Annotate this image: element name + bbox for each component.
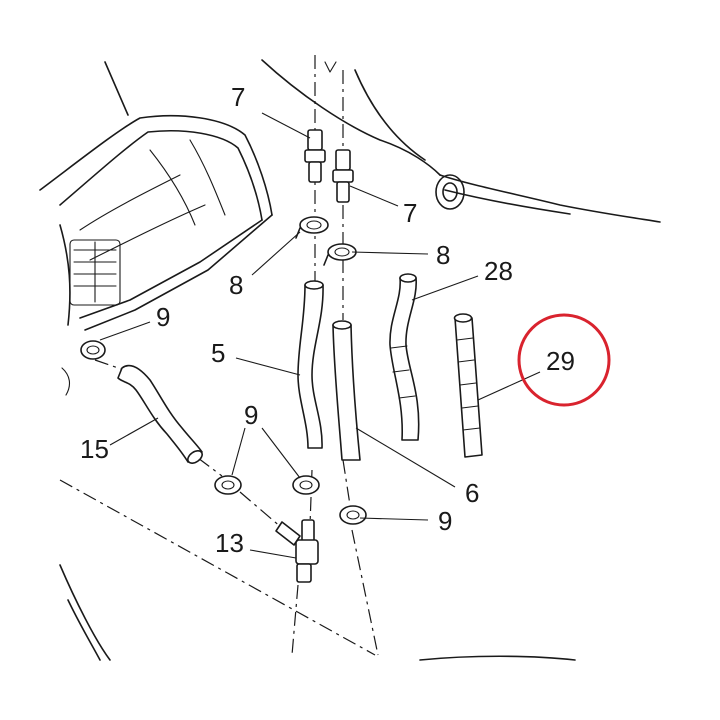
fitting-part-7-left xyxy=(304,129,326,183)
clamp-part-9-a xyxy=(80,340,106,360)
hose-part-6 xyxy=(332,320,361,461)
fitting-part-7-right xyxy=(332,149,354,203)
label-part-9-bottom: 9 xyxy=(438,506,452,536)
hose-part-15 xyxy=(117,364,203,464)
hose-part-5 xyxy=(297,280,324,449)
label-part-8-right: 8 xyxy=(436,240,450,270)
clamp-part-9-b2 xyxy=(292,475,320,495)
label-part-8-left: 8 xyxy=(229,270,243,300)
label-part-9-middle: 9 xyxy=(244,400,258,430)
label-part-7-top: 7 xyxy=(231,82,245,112)
clamp-part-9-b1 xyxy=(214,475,242,495)
label-part-13: 13 xyxy=(215,528,244,558)
label-part-29: 29 xyxy=(546,346,575,376)
frame-outline xyxy=(261,59,661,223)
label-part-6: 6 xyxy=(465,478,479,508)
label-part-28: 28 xyxy=(484,256,513,286)
label-part-9-top: 9 xyxy=(156,302,170,332)
tank-housing xyxy=(39,61,273,331)
t-connector-part-13 xyxy=(275,519,319,583)
clamp-part-9-c xyxy=(339,505,367,525)
highlight-circle xyxy=(517,313,611,407)
leader-lines xyxy=(99,112,541,559)
label-part-7-right: 7 xyxy=(403,198,417,228)
part-labels: 7 7 8 8 28 9 29 5 9 15 6 9 13 xyxy=(80,82,575,558)
hose-part-28 xyxy=(389,273,420,441)
clamp-part-8-right xyxy=(323,243,357,266)
hose-part-29 xyxy=(453,313,483,458)
label-part-5: 5 xyxy=(211,338,225,368)
frame-bottom xyxy=(59,367,576,661)
clamp-part-8-left xyxy=(295,216,329,239)
label-part-15: 15 xyxy=(80,434,109,464)
